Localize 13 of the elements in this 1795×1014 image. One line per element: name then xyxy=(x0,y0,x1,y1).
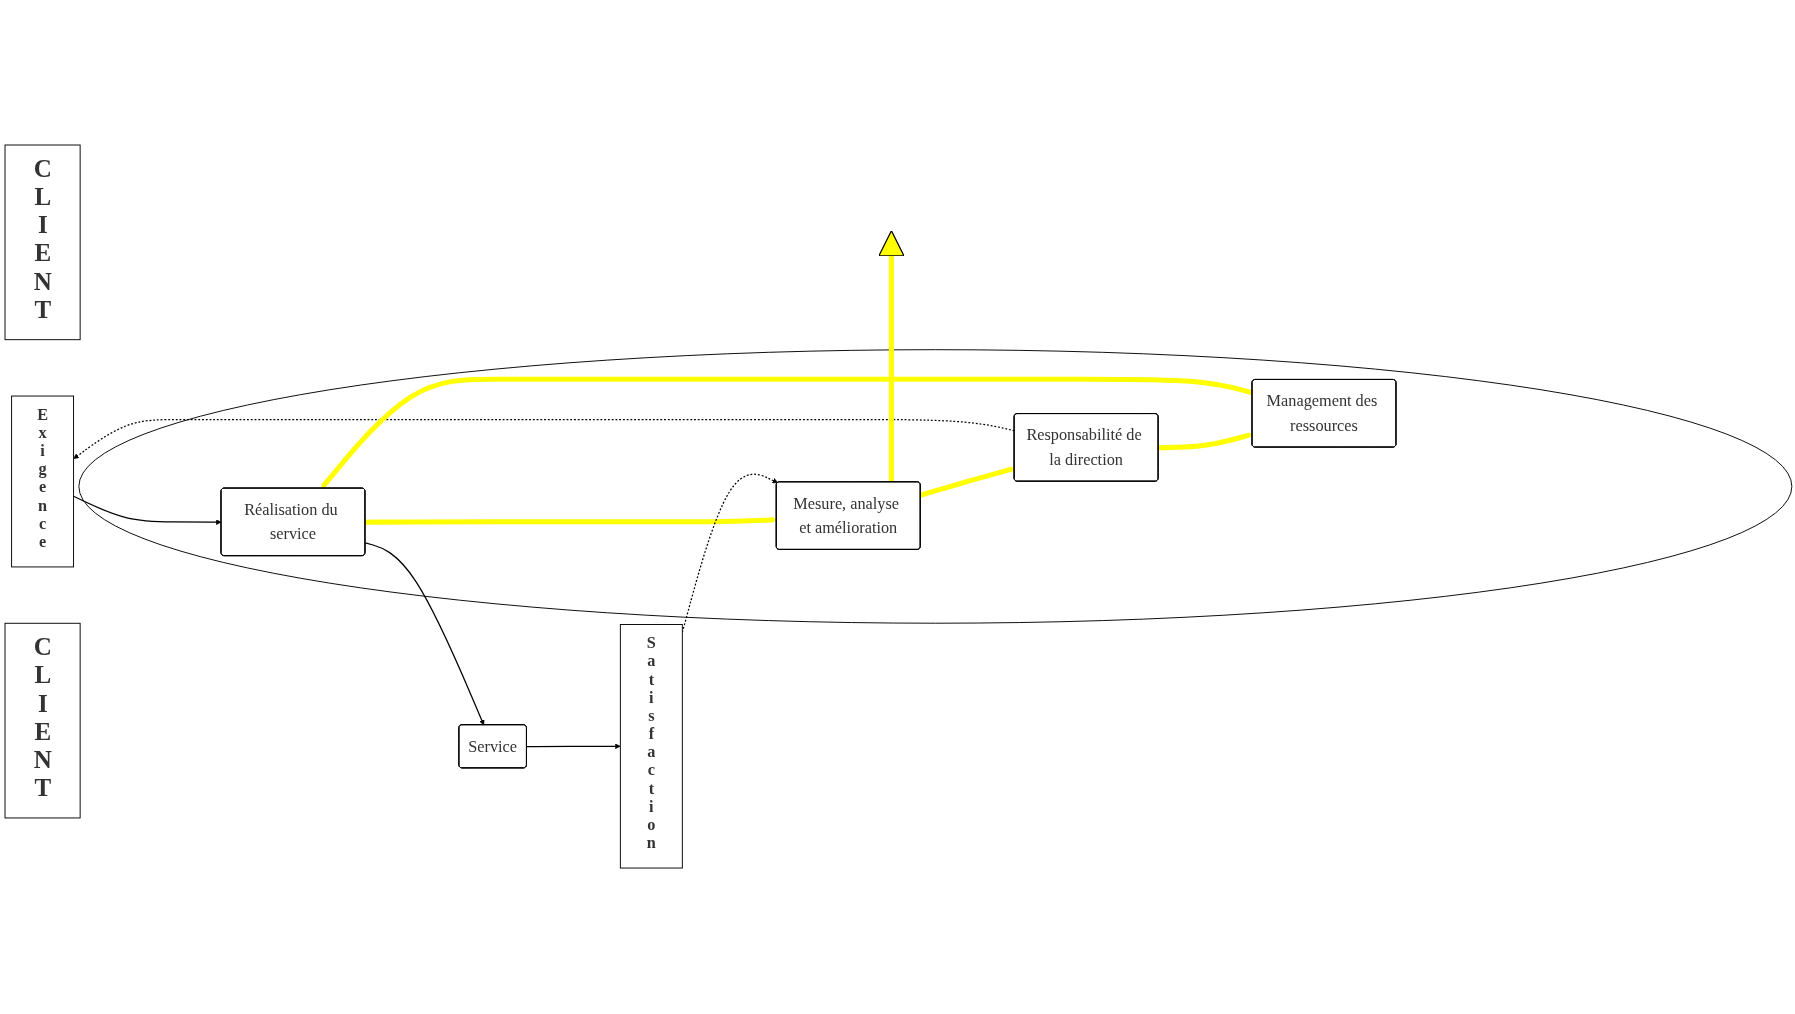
node-box: CLIENT xyxy=(4,145,81,341)
node-box: CLIENT xyxy=(4,623,81,819)
arrow xyxy=(919,467,1015,499)
node-box: Satisfaction xyxy=(619,624,683,869)
node-box: Exigence xyxy=(11,396,75,568)
arrow xyxy=(364,542,485,726)
arrow xyxy=(72,496,222,526)
arrow xyxy=(526,744,621,750)
ellipse-boundary xyxy=(78,349,1793,625)
arrow xyxy=(321,377,1253,490)
arrow xyxy=(878,230,905,483)
arrow xyxy=(1158,432,1253,451)
arrow xyxy=(365,517,777,526)
